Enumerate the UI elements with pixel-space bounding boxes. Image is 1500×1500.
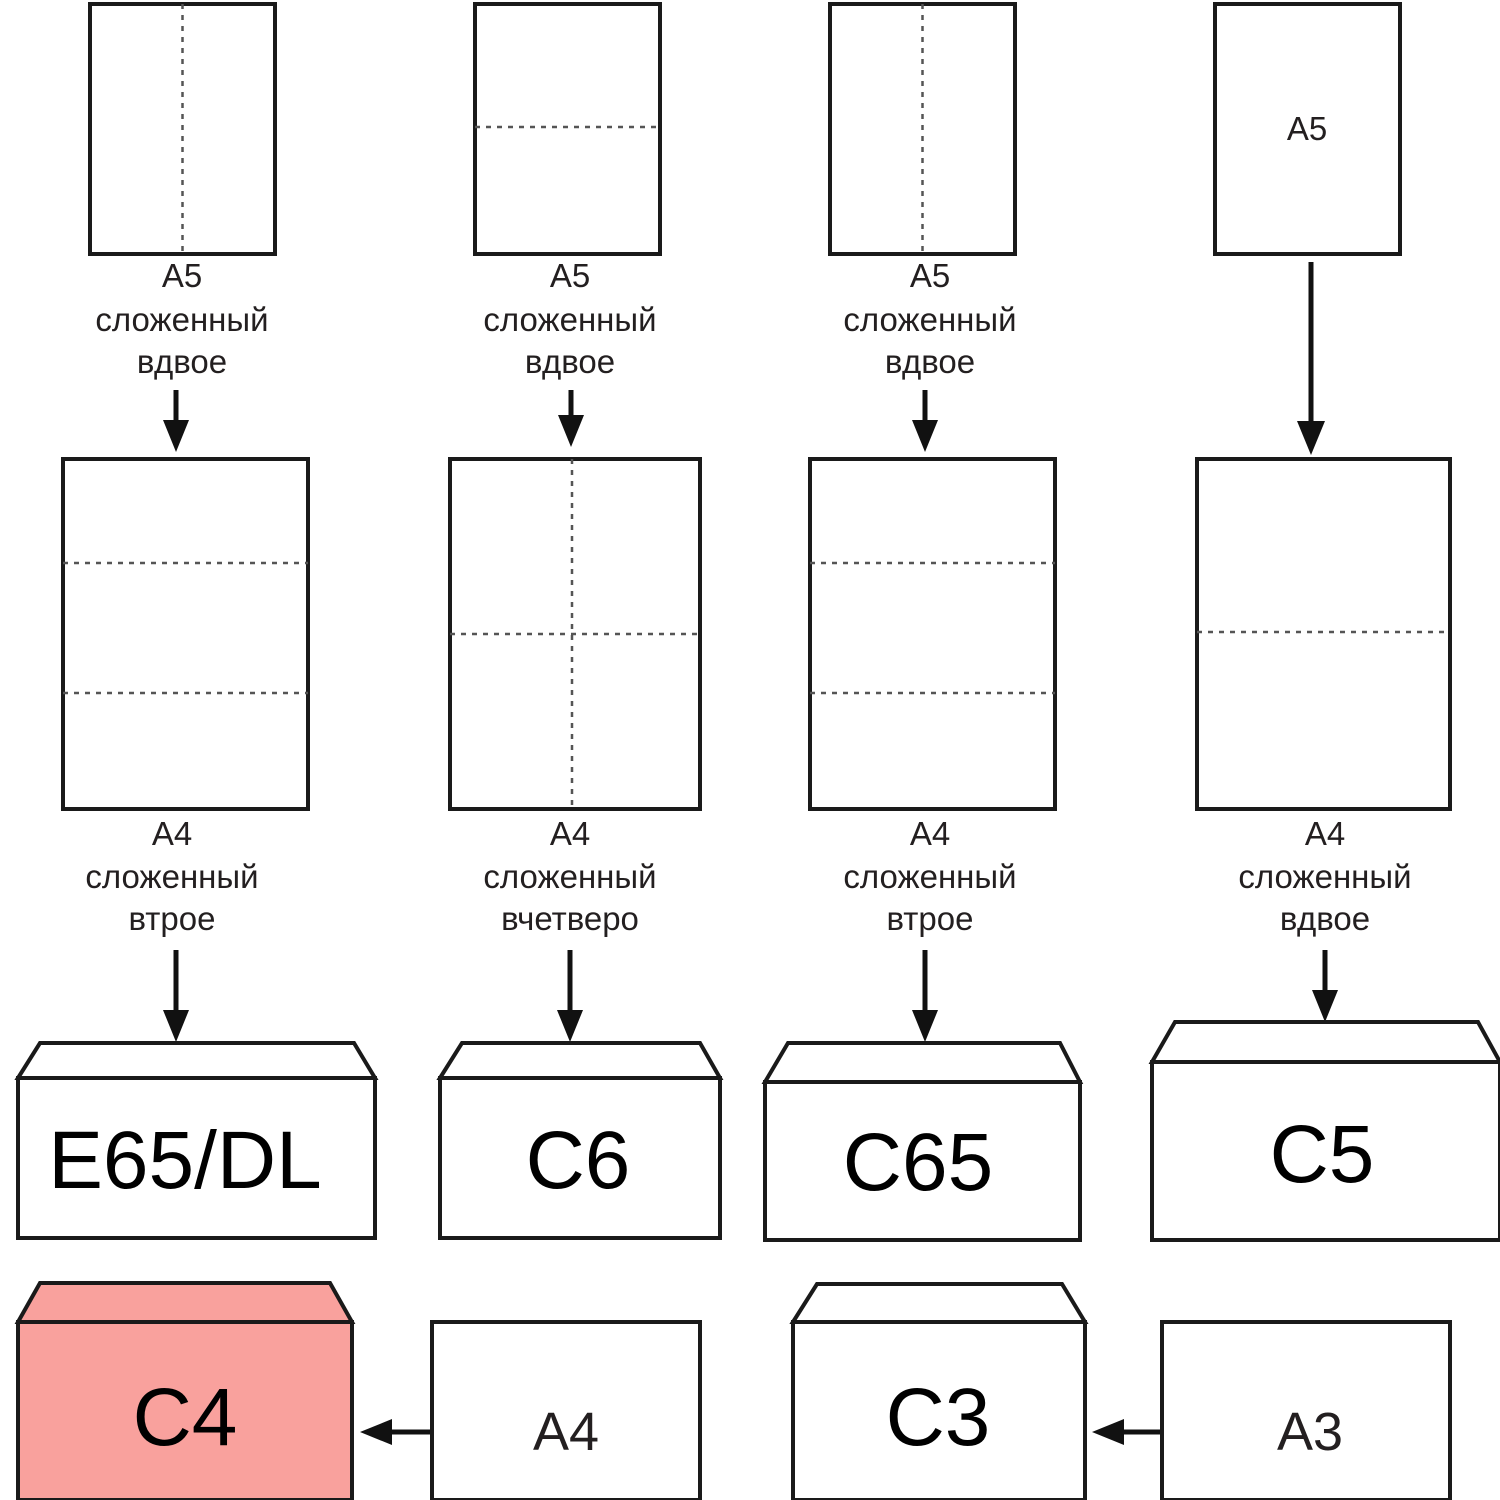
envelope-c65-flap [761, 1041, 1084, 1084]
envelope-c3-flap [789, 1282, 1089, 1324]
col-2-top-caption-line2: сложенный [483, 301, 656, 338]
col-1-top-caption-line2: сложенный [95, 301, 268, 338]
col-3-top-caption-line2: сложенный [843, 301, 1016, 338]
col-4-middle-caption-line3: вдвое [1280, 900, 1370, 937]
col-3-top-sheet-group [828, 2, 1017, 256]
envelope-e65dl-body [16, 1076, 377, 1240]
col-4-middle-caption-line2: сложенный [1238, 858, 1411, 895]
col-3-middle-caption-line2: сложенный [843, 858, 1016, 895]
envelope-c4-flap [14, 1281, 356, 1324]
envelope-c65[interactable]: C65 [761, 1041, 1084, 1242]
envelope-c5[interactable]: C5 [1148, 1020, 1500, 1242]
col-3-top-caption-line3: вдвое [885, 343, 975, 380]
envelope-c4-body [16, 1320, 354, 1500]
sheet-a3-bottom [1160, 1320, 1452, 1500]
envelope-e65dl-label: E65/DL [48, 1115, 322, 1206]
sheet-a4-bottom-label: A4 [533, 1402, 599, 1462]
col-2-middle-sheet-group [448, 457, 702, 811]
envelope-c6-label: C6 [526, 1115, 631, 1206]
col-2-top-sheet [473, 2, 662, 256]
envelope-e65dl-flap [14, 1041, 379, 1080]
col-2-arrow-middle-to-envelope [557, 950, 583, 1042]
col-1-arrow-middle-to-envelope [163, 950, 189, 1042]
envelope-c3-label: C3 [886, 1372, 991, 1463]
col-3-middle-sheet [808, 457, 1057, 811]
col-1-arrow-top-to-middle [163, 390, 189, 452]
arrow-a3-to-c3 [1092, 1419, 1162, 1445]
sheet-a4-bottom-group: A4 [430, 1320, 702, 1500]
col-1-top-caption-line3: вдвое [137, 343, 227, 380]
envelope-c5-flap [1148, 1020, 1500, 1064]
envelope-c3[interactable]: C3 [789, 1282, 1089, 1500]
envelope-c65-body [763, 1080, 1082, 1242]
envelope-c6[interactable]: C6 [436, 1041, 724, 1240]
col-4-arrow-middle-to-envelope [1312, 950, 1338, 1022]
envelope-c5-body [1150, 1060, 1500, 1242]
col-1-middle-sheet-group [61, 457, 310, 811]
col-1-top-sheet-group [88, 2, 277, 256]
envelope-c5-label: C5 [1270, 1109, 1375, 1200]
col-1-top-caption-line1: A5 [162, 257, 202, 294]
col-3-top-caption-line1: A5 [910, 257, 950, 294]
col-3-middle-sheet-group [808, 457, 1057, 811]
sheet-a4-bottom [430, 1320, 702, 1500]
envelope-c65-label: C65 [843, 1117, 993, 1208]
col-4-arrow-top-to-middle [1297, 262, 1325, 455]
envelope-c3-body [791, 1320, 1087, 1500]
col-2-arrow-top-to-middle [558, 390, 584, 447]
envelope-c6-flap [436, 1041, 724, 1080]
col-2-middle-caption-line2: сложенный [483, 858, 656, 895]
col-3-arrow-top-to-middle [912, 390, 938, 452]
col-1-middle-caption-line2: сложенный [85, 858, 258, 895]
col-1-middle-caption-line3: втрое [129, 900, 216, 937]
envelope-e65dl[interactable]: E65/DL [14, 1041, 379, 1240]
col-3-middle-caption-line3: втрое [887, 900, 974, 937]
col-4-top-sheet-group: A5 [1213, 2, 1402, 256]
envelope-c6-body [438, 1076, 722, 1240]
col-2-middle-caption-line3: вчетверо [501, 900, 639, 937]
col-4-middle-sheet-group [1195, 457, 1452, 811]
col-3-arrow-middle-to-envelope [912, 950, 938, 1042]
col-4-middle-sheet [1195, 457, 1452, 811]
col-1-middle-caption-line1: A4 [152, 815, 192, 852]
col-4-middle-caption-line1: A4 [1305, 815, 1345, 852]
col-2-top-caption-line1: A5 [550, 257, 590, 294]
col-2-top-sheet-group [473, 2, 662, 256]
col-1-middle-sheet [61, 457, 310, 811]
col-2-top-caption-line3: вдвое [525, 343, 615, 380]
sheet-a3-bottom-group: A3 [1160, 1320, 1452, 1500]
col-4-top-sheet-label: A5 [1287, 110, 1327, 147]
col-2-middle-caption-line1: A4 [550, 815, 590, 852]
col-4-top-sheet [1213, 2, 1402, 256]
envelope-c4[interactable]: C4 [14, 1281, 356, 1500]
col-3-middle-caption-line1: A4 [910, 815, 950, 852]
envelope-c4-label: C4 [133, 1372, 238, 1463]
sheet-a3-bottom-label: A3 [1277, 1402, 1343, 1462]
arrow-a4-to-c4 [360, 1419, 432, 1445]
